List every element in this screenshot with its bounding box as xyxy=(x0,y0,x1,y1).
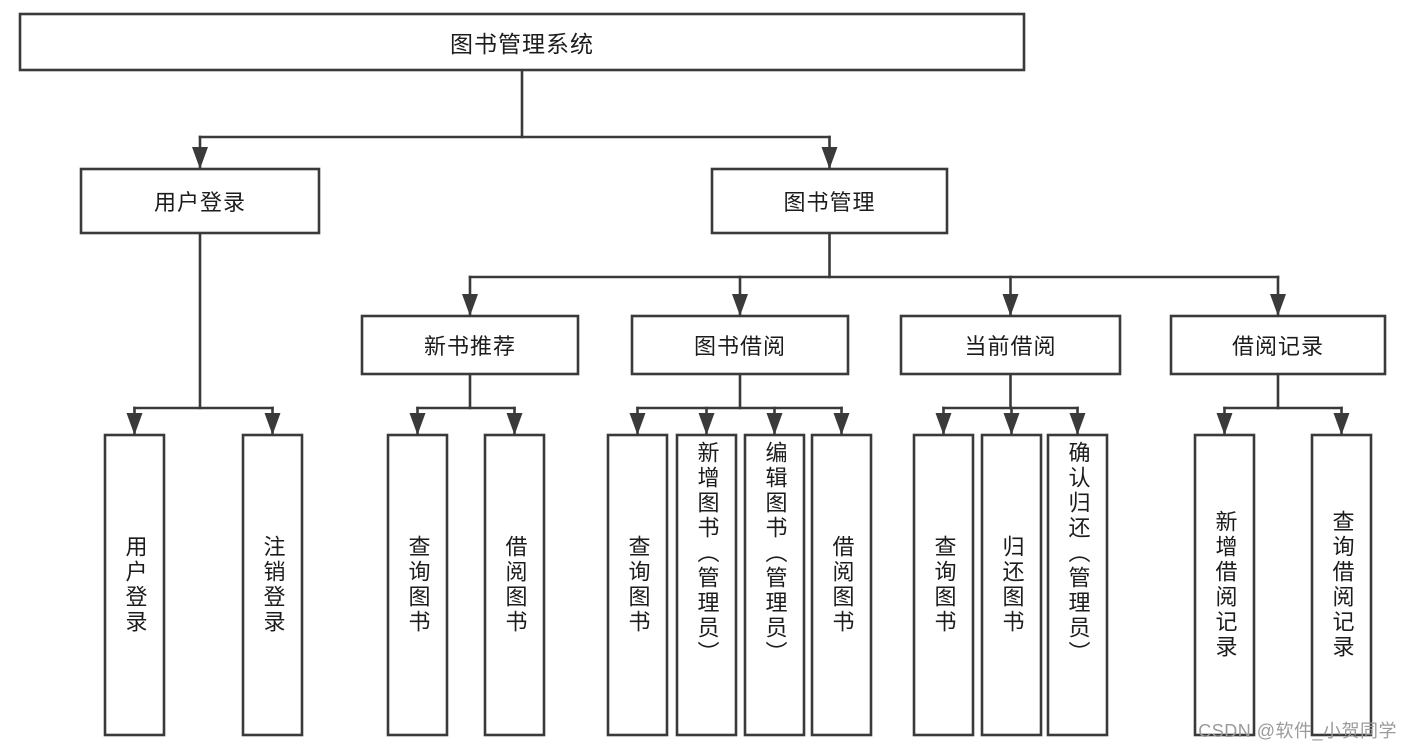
node-box-leaf-query-book-2 xyxy=(606,433,669,737)
node-box-borrow-record xyxy=(1169,314,1387,376)
arrow-head-icon-leaf-query-book-1 xyxy=(409,413,426,435)
node-box-user-login xyxy=(79,167,321,235)
node-box-leaf-add-book xyxy=(675,433,738,737)
node-box-current-borrow xyxy=(899,314,1122,376)
boxes-layer xyxy=(18,12,1387,737)
arrow-head-icon-leaf-edit-book xyxy=(766,413,783,435)
node-box-leaf-edit-book xyxy=(743,433,806,737)
watermark-text: CSDN @软件_小贺同学 xyxy=(1198,721,1397,741)
arrow-head-icon-leaf-confirm-return xyxy=(1069,413,1086,435)
node-box-leaf-query-book-1 xyxy=(386,433,449,737)
node-box-new-book-recommend xyxy=(360,314,580,376)
node-box-book-borrow xyxy=(630,314,850,376)
node-box-leaf-user-login xyxy=(103,433,166,737)
arrow-head-icon-book-manage xyxy=(821,147,838,169)
node-box-root xyxy=(18,12,1026,72)
arrow-head-icon-leaf-borrow-book-2 xyxy=(833,413,850,435)
arrow-head-icon-leaf-query-book-2 xyxy=(629,413,646,435)
arrow-head-icon-current-borrow xyxy=(1002,294,1019,316)
node-box-leaf-confirm-return xyxy=(1046,433,1109,737)
node-box-leaf-add-record xyxy=(1193,433,1256,737)
arrow-head-icon-new-book-recommend xyxy=(462,294,478,316)
node-box-leaf-borrow-book-1 xyxy=(483,433,546,737)
arrow-head-icon-leaf-borrow-book-1 xyxy=(506,413,523,435)
arrow-head-icon-leaf-return-book xyxy=(1003,413,1020,435)
arrow-head-icon-leaf-add-book xyxy=(698,413,715,435)
arrow-head-icon-book-borrow xyxy=(732,294,748,316)
arrow-head-icon-user-login xyxy=(192,147,208,169)
arrow-head-icon-leaf-query-book-3 xyxy=(935,413,952,435)
node-box-leaf-query-book-3 xyxy=(912,433,975,737)
node-box-leaf-logout xyxy=(241,433,304,737)
node-box-book-manage xyxy=(710,167,949,235)
node-box-leaf-query-record xyxy=(1310,433,1373,737)
arrow-head-icon-borrow-record xyxy=(1270,294,1286,316)
arrow-head-icon-leaf-logout xyxy=(264,413,281,435)
arrow-head-icon-leaf-user-login xyxy=(126,413,143,435)
node-box-leaf-borrow-book-2 xyxy=(810,433,873,737)
arrow-head-icon-leaf-add-record xyxy=(1216,413,1233,435)
node-box-leaf-return-book xyxy=(980,433,1043,737)
connectors-layer xyxy=(126,68,1350,437)
arrow-head-icon-leaf-query-record xyxy=(1333,413,1350,435)
